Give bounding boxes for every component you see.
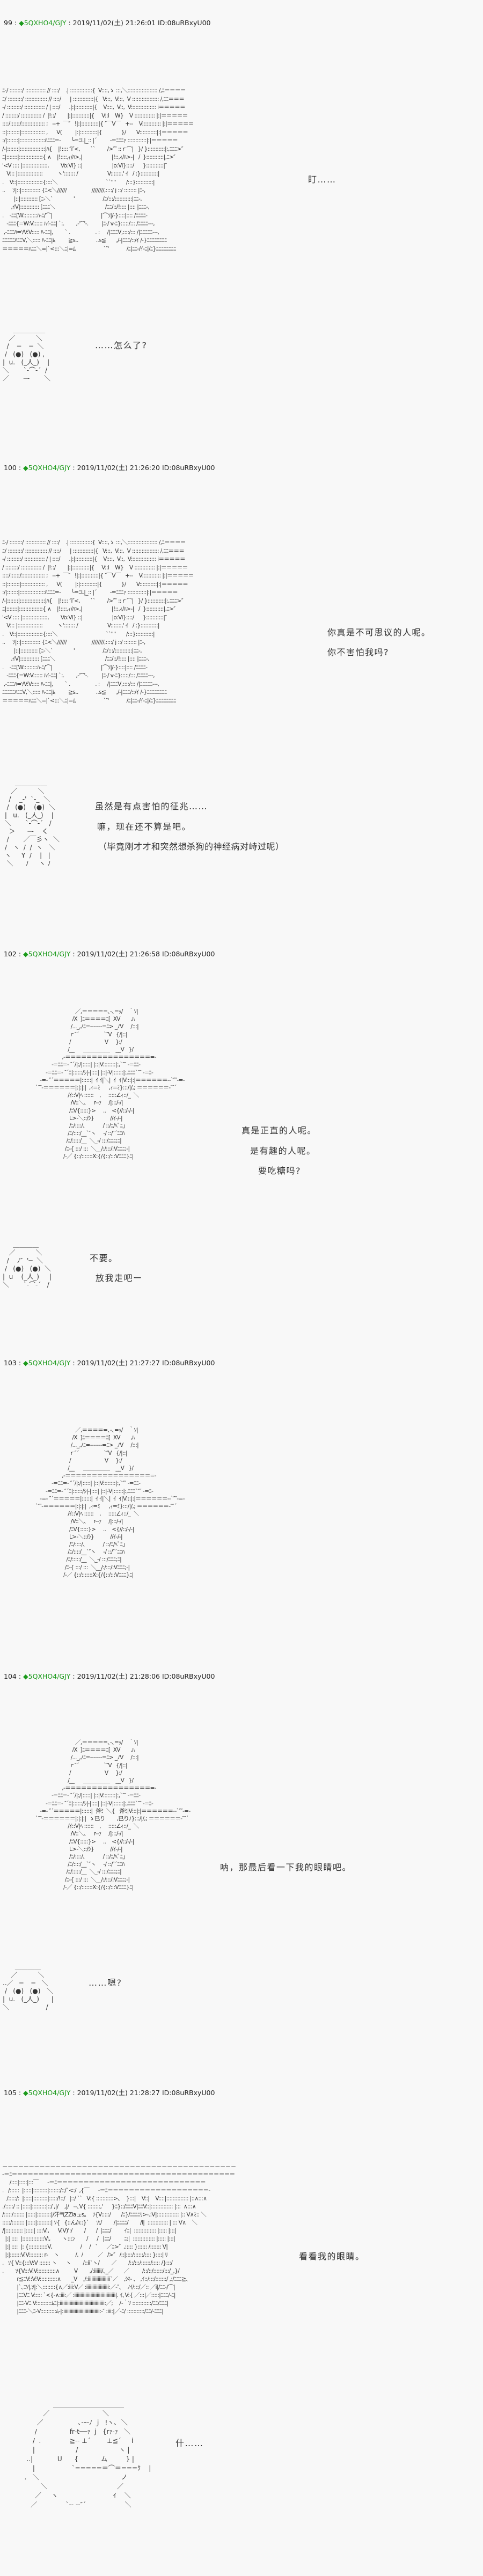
- tripcode: ◆5QXHO4/GJY: [23, 464, 71, 472]
- post-datetime: : 2019/11/02(土) 21:26:58: [70, 950, 160, 958]
- ascii-art-big-face: ＿＿＿＿＿＿＿＿＿＿＿ ／ ＼ ／ ､-ｰ-ﾉ ｊ !ヽ､ ＼ / fr‐t──…: [24, 2401, 151, 2508]
- tripcode: ◆5QXHO4/GJY: [23, 1672, 71, 1680]
- dialogue-line: 你真是不可思议的人呢。: [327, 627, 431, 638]
- dialogue-line: 放我走吧ー: [96, 1273, 143, 1283]
- dialogue-line: ……嗯?: [89, 1978, 122, 1988]
- dialogue-line: 要吃糖吗?: [258, 1166, 301, 1176]
- dialogue-line: 是有趣的人呢。: [250, 1146, 316, 1156]
- ascii-art-face: ＿＿＿＿＿ ／ ＼ / ─ ─ ＼ / (●) (●) , | u. (_人_)…: [3, 326, 50, 382]
- separator: :: [16, 950, 24, 958]
- post-header: 102 : ◆5QXHO4/GJY : 2019/11/02(土) 21:26:…: [4, 948, 215, 958]
- ascii-art-face-with-arms: ＿＿＿＿＿ ／ ＼ / _-' `-_ ＼ / (●) (●) ＼ | u. (…: [4, 779, 60, 867]
- ascii-art-face: ＿＿＿＿ ／ ＼ ..／ ─ ─ ＼ / (●) (●) ＼ | u. (_人_…: [3, 1963, 54, 2011]
- tripcode: ◆5QXHO4/GJY: [23, 950, 71, 958]
- separator: :: [12, 19, 19, 27]
- ascii-art-witch-hat-character: ／,＝＝＝＝=､-､=ｯ/ ｀ｿ| /X ]ﾆ＝＝＝＝ﾆ[ XV ,ﾊ /...…: [35, 1427, 185, 1578]
- ascii-art-two-characters: ﾆ-/ ::::::::/ ::::::::::::: // ::::/ .| …: [2, 539, 194, 704]
- poster-id: ID:08uRBxyU00: [160, 1672, 215, 1680]
- separator: :: [16, 464, 24, 472]
- post-header: 100 : ◆5QXHO4/GJY : 2019/11/02(土) 21:26:…: [4, 462, 215, 472]
- ascii-art-two-characters: ﾆ-/ ::::::::/ ::::::::::::: // ::::/ .| …: [2, 87, 194, 252]
- poster-id: ID:08uRBxyU00: [160, 464, 215, 472]
- post-number: 102: [4, 950, 17, 958]
- separator: :: [16, 1359, 24, 1367]
- tripcode: ◆5QXHO4/GJY: [23, 2089, 71, 2097]
- tripcode: ◆5QXHO4/GJY: [23, 1359, 71, 1367]
- post-header: 99 : ◆5QXHO4/GJY : 2019/11/02(土) 21:26:0…: [4, 17, 210, 27]
- post-number: 100: [4, 464, 17, 472]
- dialogue-line: 看看我的眼睛。: [299, 2251, 365, 2262]
- dialogue-line: 虽然是有点害怕的征兆……: [95, 801, 208, 811]
- dialogue-line: （毕竟刚才才和突然想杀狗的神经病对峙过呢）: [98, 841, 284, 852]
- dialogue-line: 呐，那最后看一下我的眼睛吧。: [220, 1862, 352, 1872]
- tripcode: ◆5QXHO4/GJY: [19, 19, 67, 27]
- post-datetime: : 2019/11/02(土) 21:28:06: [70, 1672, 160, 1680]
- post-number: 105: [4, 2089, 17, 2097]
- post-header: 105 : ◆5QXHO4/GJY : 2019/11/02(土) 21:28:…: [4, 2087, 215, 2097]
- dialogue-line: 盯……: [308, 174, 336, 185]
- post-datetime: : 2019/11/02(土) 21:27:27: [70, 1359, 160, 1367]
- separator: :: [16, 2089, 24, 2097]
- dialogue-line: 你不害怕我吗?: [327, 647, 389, 657]
- post-number: 103: [4, 1359, 17, 1367]
- post-number: 104: [4, 1672, 17, 1680]
- ascii-art-face: ＿＿＿＿ ／ ＼ / ﾉ″ '─ ＼ / (●) (●) ＼ | u (_人_)…: [3, 1241, 52, 1289]
- dialogue-line: 真是正直的人呢。: [241, 1125, 317, 1136]
- poster-id: ID:08uRBxyU00: [160, 950, 215, 958]
- post-number: 99: [4, 19, 12, 27]
- poster-id: ID:08uRBxyU00: [160, 1359, 215, 1367]
- post-header: 103 : ◆5QXHO4/GJY : 2019/11/02(土) 21:27:…: [4, 1357, 215, 1367]
- dialogue-line: 嘛，现在还不算是吧。: [97, 822, 192, 832]
- post-header: 104 : ◆5QXHO4/GJY : 2019/11/02(土) 21:28:…: [4, 1671, 215, 1681]
- dialogue-line: 不要。: [90, 1253, 118, 1263]
- separator: :: [16, 1672, 24, 1680]
- dialogue-line: 什……: [175, 2438, 204, 2448]
- ascii-art-witch-hat-character: ／,＝＝＝＝=､-､=ｯ/ ｀ｿ| /X ]ﾆ＝＝＝＝ﾆ[ XV ,ﾊ /...…: [35, 1739, 191, 1891]
- post-datetime: : 2019/11/02(土) 21:26:20: [70, 464, 160, 472]
- post-datetime: : 2019/11/02(土) 21:26:01: [66, 19, 156, 27]
- poster-id: ID:08uRBxyU00: [156, 19, 211, 27]
- dialogue-line: ……怎么了?: [95, 340, 148, 350]
- poster-id: ID:08uRBxyU00: [160, 2089, 215, 2097]
- post-datetime: : 2019/11/02(土) 21:28:27: [70, 2089, 160, 2097]
- ascii-art-witch-hat-character: ／,＝＝＝＝=､-､=ｯ/ ｀ｿ| /X ]ﾆ＝＝＝＝ﾆ[ XV ,ﾊ /...…: [35, 1008, 185, 1160]
- ascii-art-closeup-scene: －－－－－－－－－－－－－－－－－－－－－－－－－－－－－－－－－－－－－－－－…: [2, 2163, 236, 2315]
